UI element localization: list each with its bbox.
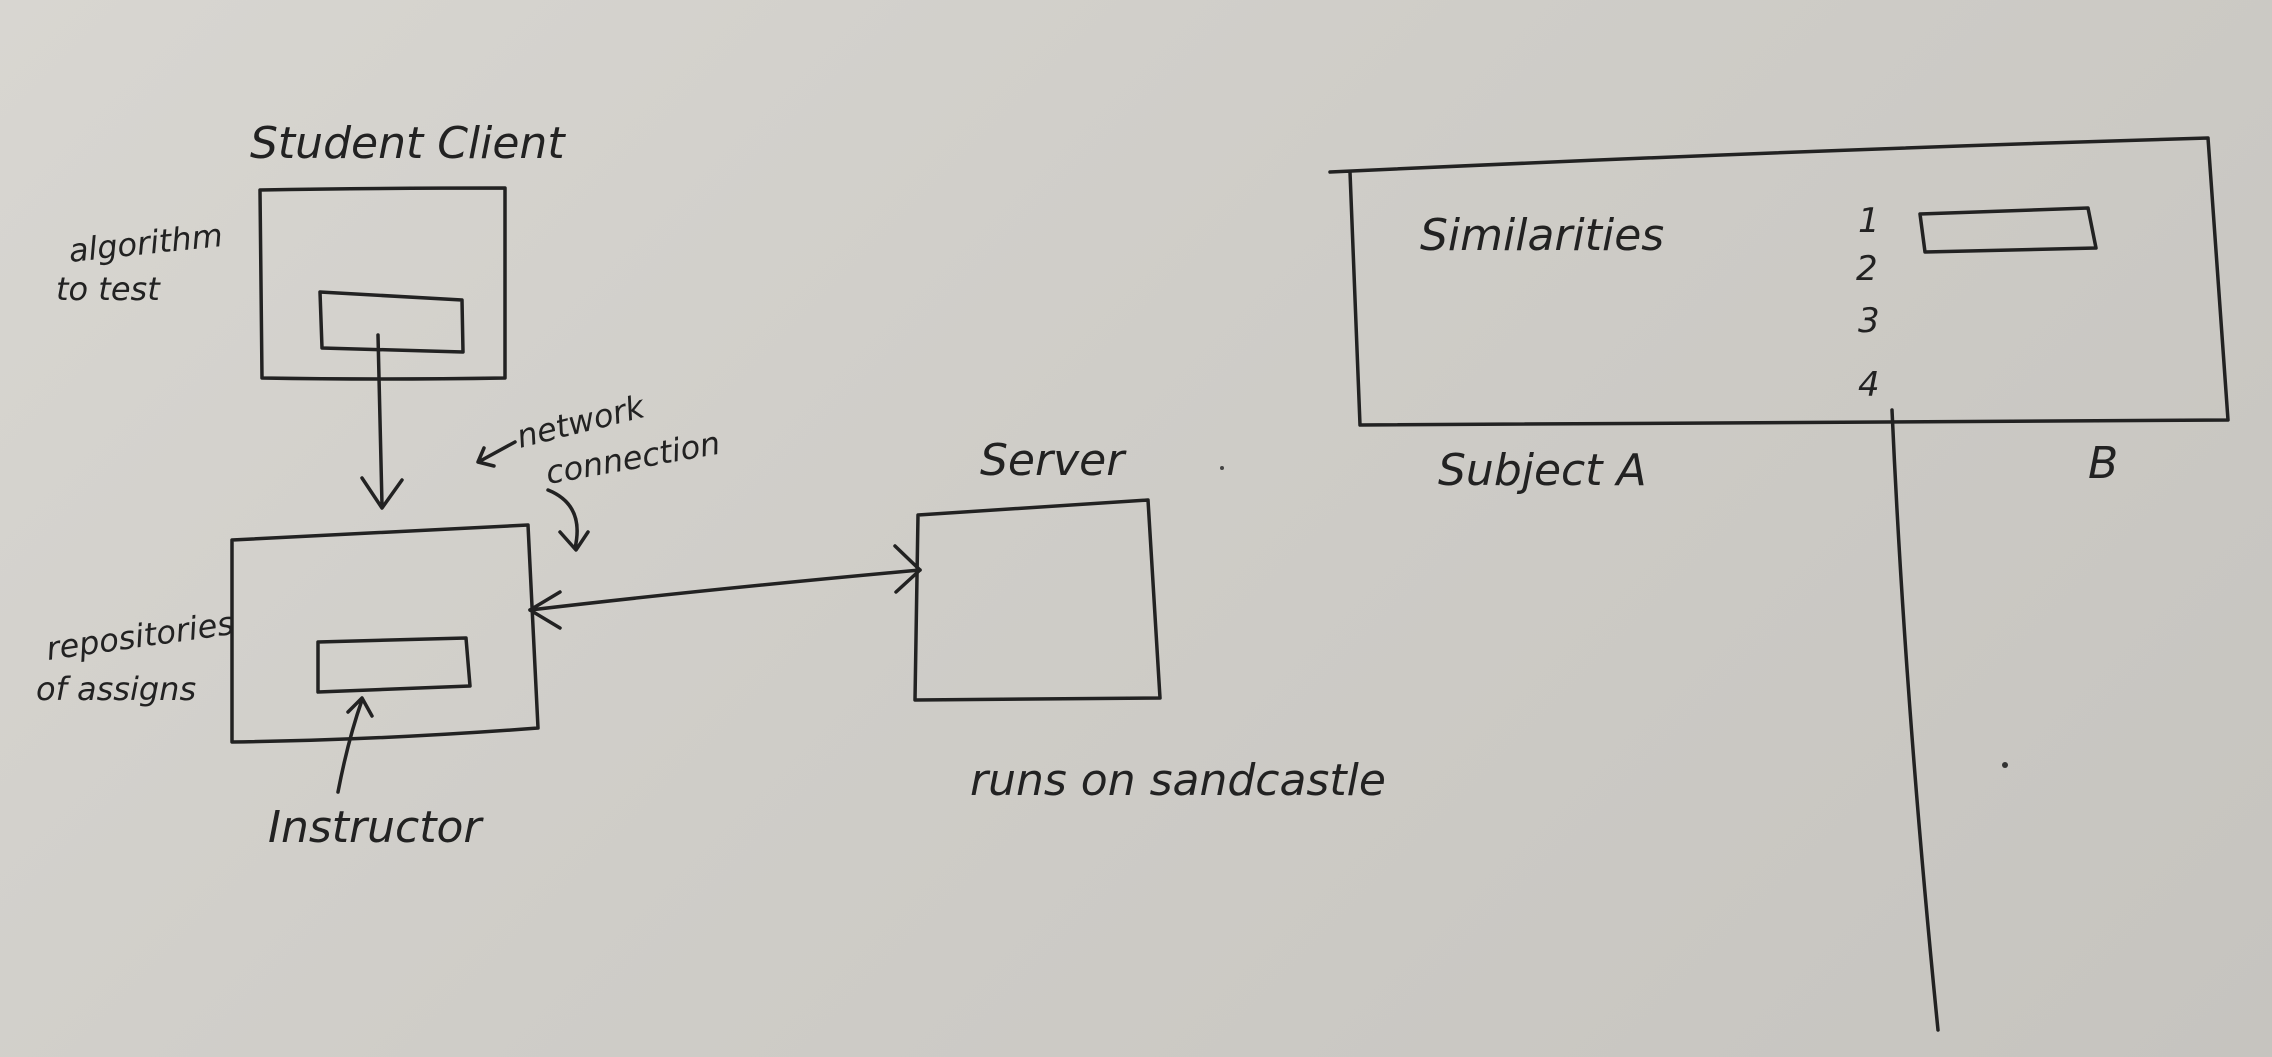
server-caption: runs on sandcastle bbox=[970, 755, 1386, 806]
subject-a-label: Subject A bbox=[1438, 445, 1647, 496]
student-client-box bbox=[258, 186, 507, 381]
assign-inner-box bbox=[316, 636, 472, 694]
algorithm-note-line2: to test bbox=[56, 270, 161, 308]
network-pointer-curve bbox=[546, 488, 590, 552]
server-box bbox=[913, 498, 1162, 702]
stray-dot bbox=[2002, 762, 2008, 768]
repository-note-line2: of assigns bbox=[36, 670, 196, 708]
repository-note-line1: repositories bbox=[44, 604, 236, 668]
similarity-row-1: 1 bbox=[1858, 201, 1880, 241]
instructor-label: Instructor bbox=[268, 802, 484, 853]
similarities-panel bbox=[1328, 136, 2230, 427]
stray-dot bbox=[1220, 466, 1224, 470]
repository-box bbox=[230, 523, 540, 744]
similarities-title: Similarities bbox=[1420, 210, 1664, 261]
similarity-row-3: 3 bbox=[1858, 301, 1880, 341]
repo-server-link bbox=[528, 568, 922, 612]
repo-arrowhead bbox=[528, 590, 562, 630]
student-client-title: Student Client bbox=[250, 118, 566, 169]
algorithm-note-line1: algorithm bbox=[67, 216, 225, 270]
similarity-row-4: 4 bbox=[1858, 365, 1880, 405]
server-arrowhead bbox=[893, 544, 922, 594]
similarity-row-2: 2 bbox=[1856, 249, 1878, 289]
similarity-result-box bbox=[1918, 206, 2098, 254]
network-pointer-top bbox=[476, 440, 517, 468]
server-title: Server bbox=[980, 435, 1127, 486]
instructor-arrow bbox=[336, 696, 374, 794]
client-to-repo-arrow bbox=[360, 333, 404, 510]
subject-b-label: B bbox=[2088, 438, 2118, 489]
algorithm-inner-box bbox=[318, 290, 465, 354]
subject-divider bbox=[1890, 408, 1940, 1032]
